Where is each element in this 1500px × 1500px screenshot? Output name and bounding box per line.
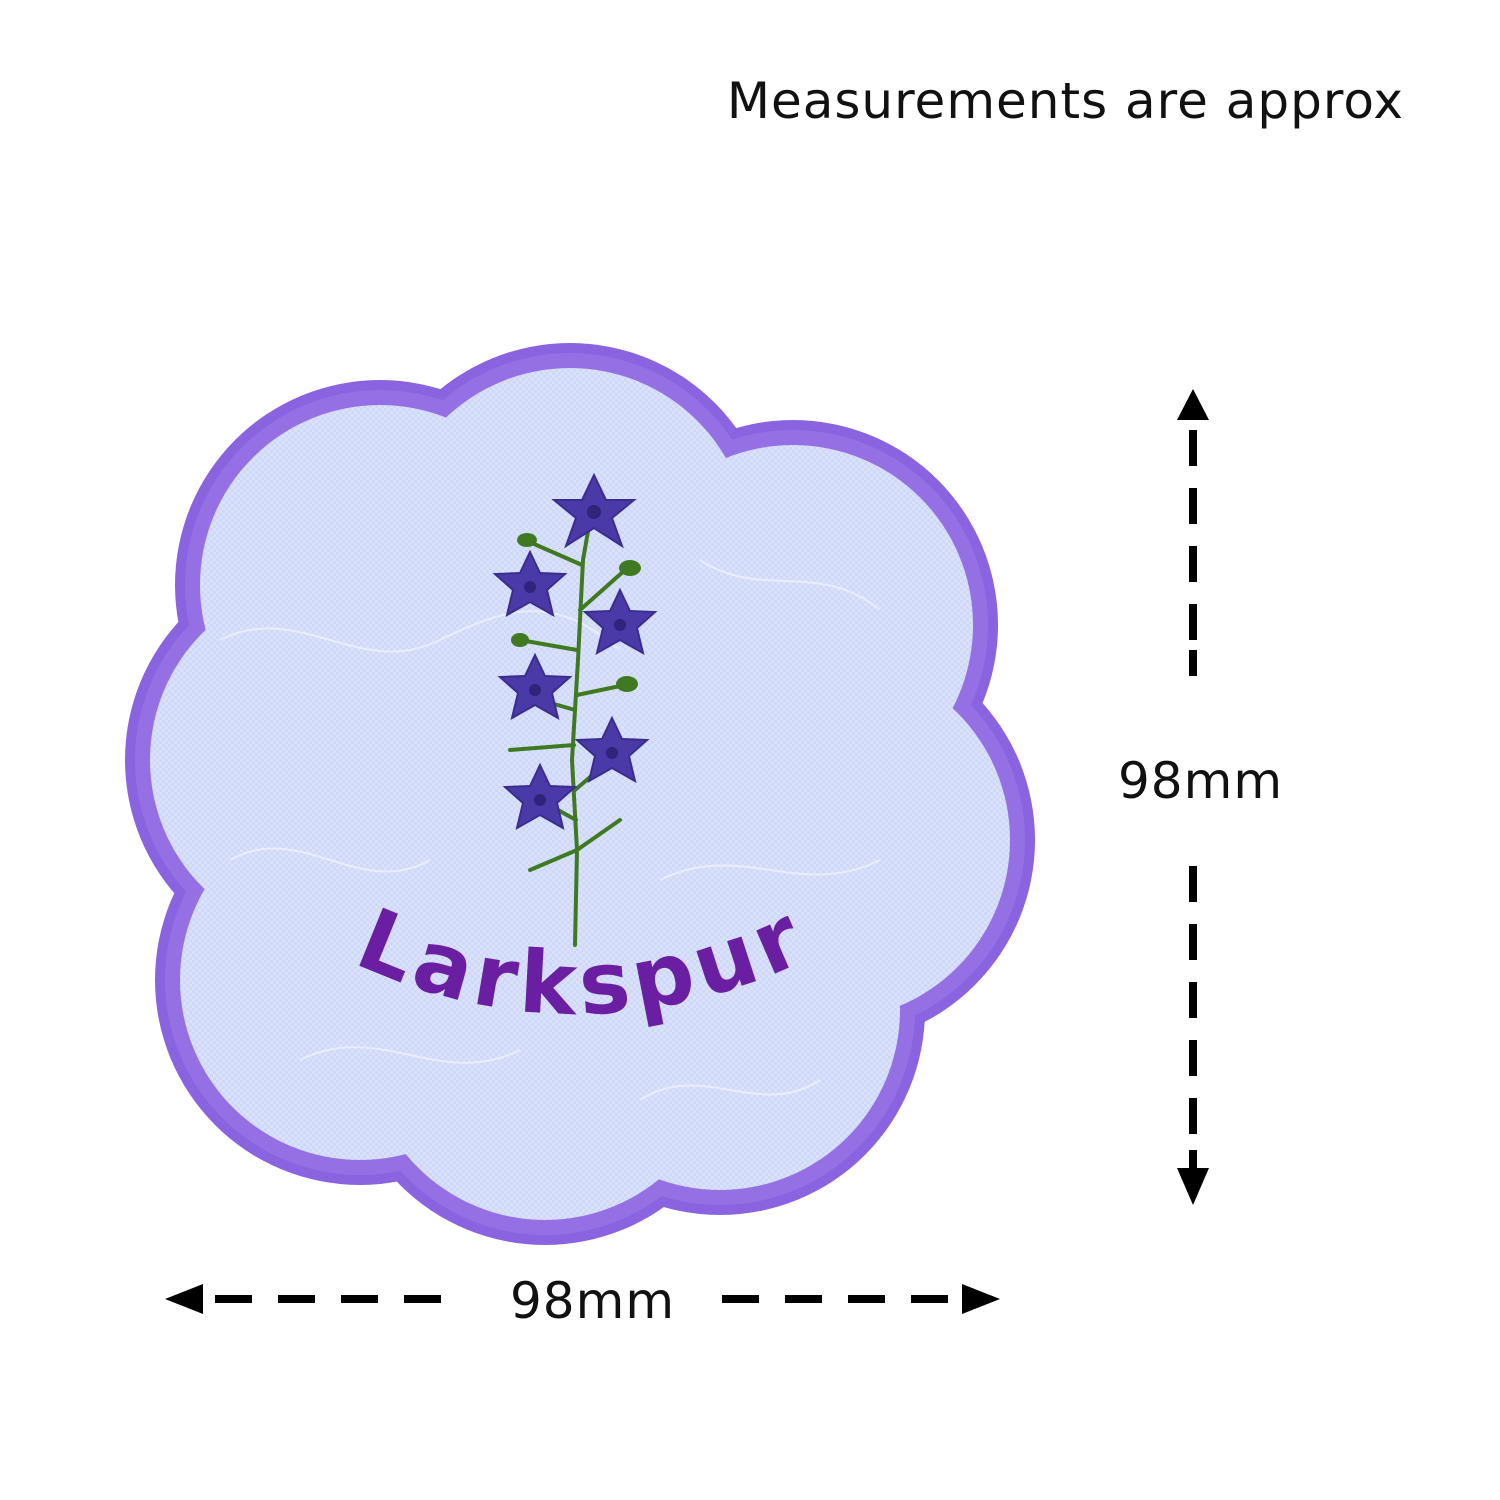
patch-label: Larkspur: [344, 885, 815, 1036]
arrow-right-icon: [962, 1284, 1000, 1314]
flower-buds: [511, 533, 641, 692]
measurement-note: Measurements are approx: [726, 72, 1404, 130]
arrow-left-icon: [165, 1284, 203, 1314]
arrow-up-icon: [1177, 389, 1209, 420]
arrow-down-icon: [1177, 1168, 1209, 1205]
height-label: 98mm: [1118, 752, 1284, 810]
width-label: 98mm: [510, 1272, 676, 1330]
svg-text:Larkspur: Larkspur: [344, 885, 821, 1036]
